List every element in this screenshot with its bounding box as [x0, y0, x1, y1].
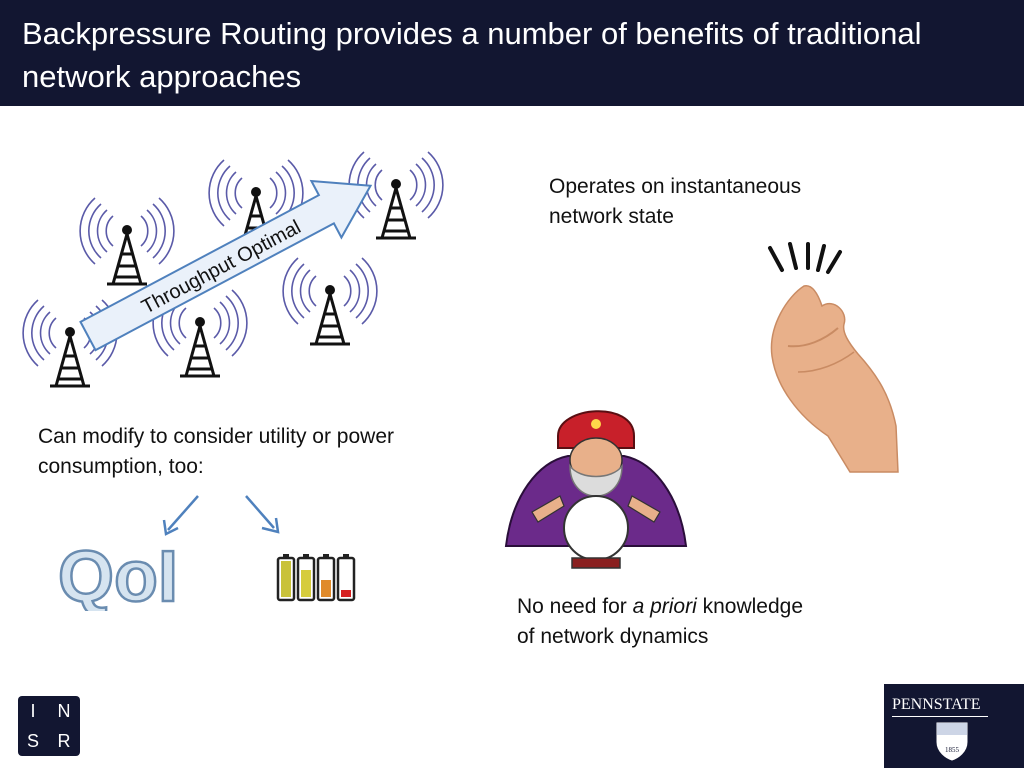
hand-snap-icon — [768, 242, 899, 473]
radio-tower-icon — [281, 256, 379, 346]
insr-letter: S — [26, 730, 40, 751]
radio-tower-icon — [78, 196, 176, 286]
a-priori-italic: a priori — [632, 595, 697, 618]
fortune-teller-icon — [504, 410, 688, 569]
slide-title: Backpressure Routing provides a number o… — [22, 16, 922, 94]
a-priori-text: No need for a priori knowledge of networ… — [517, 592, 817, 652]
a-priori-text-end: knowledge of network dynamics — [517, 595, 804, 648]
qoi-logo: QoI — [58, 536, 179, 611]
pennstate-year: 1855 — [945, 746, 960, 754]
tower-network-illustration: Throughput Optimal — [21, 150, 445, 388]
pennstate-rule — [892, 716, 988, 717]
instantaneous-state-text: Operates on instantaneous network state — [549, 175, 802, 228]
qoi-text: QoI — [58, 537, 178, 611]
pennstate-shield-icon: 1855 — [936, 722, 968, 761]
battery-levels — [276, 554, 356, 602]
down-arrow-icon — [245, 495, 275, 529]
insr-letter: N — [57, 700, 72, 721]
utility-power-text: Can modify to consider utility or power … — [38, 425, 394, 478]
pennstate-logo: PENNSTATE 1855 — [884, 684, 1024, 768]
insr-logo: I N S R — [18, 696, 80, 756]
insr-letter: I — [30, 700, 37, 721]
pennstate-wordmark: PENNSTATE — [892, 696, 981, 713]
a-priori-text-start: No need for — [517, 595, 633, 618]
title-bar: Backpressure Routing provides a number o… — [0, 0, 1024, 106]
down-arrow-icon — [167, 495, 199, 531]
down-arrows — [162, 495, 280, 536]
insr-letter: R — [57, 730, 72, 751]
